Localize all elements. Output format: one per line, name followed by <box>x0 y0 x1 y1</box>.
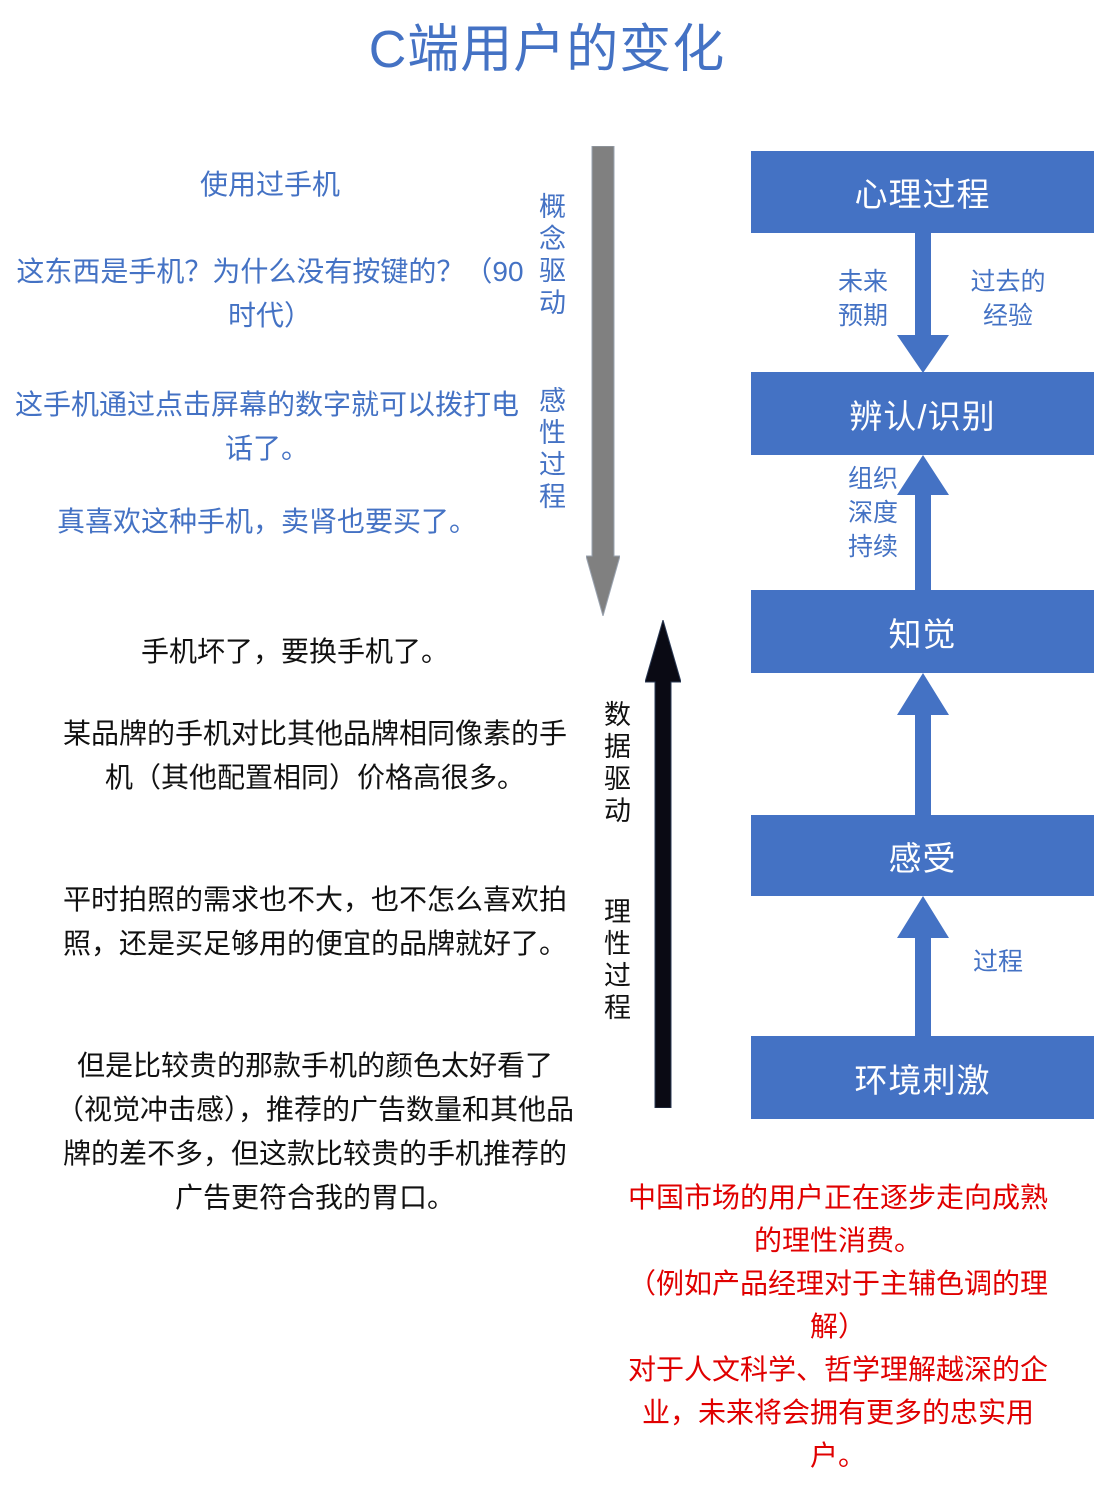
black-quote-3: 平时拍照的需求也不大，也不怎么喜欢拍照，还是买足够用的便宜的品牌就好了。 <box>62 884 567 959</box>
blue-quote-1: 使用过手机 <box>199 169 340 200</box>
flow-box-feeling[interactable]: 感受 <box>751 815 1094 896</box>
blue-quote-3: 这手机通过点击屏幕的数字就可以拨打电话了。 <box>14 389 519 464</box>
flow-box-environmental-stimulus[interactable]: 环境刺激 <box>751 1036 1094 1119</box>
flow-box-perception[interactable]: 知觉 <box>751 590 1094 673</box>
blue-quote-4: 真喜欢这种手机，卖肾也要买了。 <box>56 506 477 537</box>
label-process: 过程 <box>972 948 1023 976</box>
connector-arrow-up-icon-2 <box>897 673 949 816</box>
connector-arrow-down-icon <box>897 233 949 373</box>
concept-driven-down-arrow-icon <box>585 145 621 618</box>
data-driven-up-arrow-icon <box>644 618 682 1109</box>
connector-arrow-up-icon-3 <box>897 896 949 1037</box>
label-organization-depth-duration: 组织深度持续 <box>847 465 898 561</box>
gray-arrow-label-top: 概念驱动 <box>535 192 565 320</box>
conclusion-line-1: 中国市场的用户正在逐步走向成熟的理性消费。 <box>627 1182 1048 1256</box>
black-quote-4: 但是比较贵的那款手机的颜色太好看了（视觉冲击感），推荐的广告数量和其他品牌的差不… <box>55 1050 574 1213</box>
conclusion-line-3: 对于人文科学、哲学理解越深的企业，未来将会拥有更多的忠实用户。 <box>627 1354 1048 1471</box>
flow-box-psychological-process[interactable]: 心理过程 <box>751 151 1094 233</box>
black-quote-2: 某品牌的手机对比其他品牌相同像素的手机（其他配置相同）价格高很多。 <box>62 718 567 793</box>
label-future-expectation: 未来预期 <box>837 268 888 330</box>
black-arrow-label-top: 数据驱动 <box>600 700 630 828</box>
label-past-experience: 过去的经验 <box>970 268 1046 330</box>
blue-quote-2: 这东西是手机？为什么没有按键的？（90时代） <box>16 256 524 331</box>
page-title: C端用户的变化 <box>368 21 726 79</box>
connector-arrow-up-icon-1 <box>897 455 949 591</box>
conclusion-text: 中国市场的用户正在逐步走向成熟的理性消费。 （例如产品经理对于主辅色调的理解） … <box>618 1176 1058 1477</box>
gray-arrow-label-bottom: 感性过程 <box>535 386 565 514</box>
black-arrow-label-bottom: 理性过程 <box>600 897 630 1025</box>
conclusion-line-2: （例如产品经理对于主辅色调的理解） <box>627 1268 1048 1342</box>
flow-box-recognition[interactable]: 辨认/识别 <box>751 372 1094 455</box>
black-quote-1: 手机坏了，要换手机了。 <box>140 636 449 667</box>
